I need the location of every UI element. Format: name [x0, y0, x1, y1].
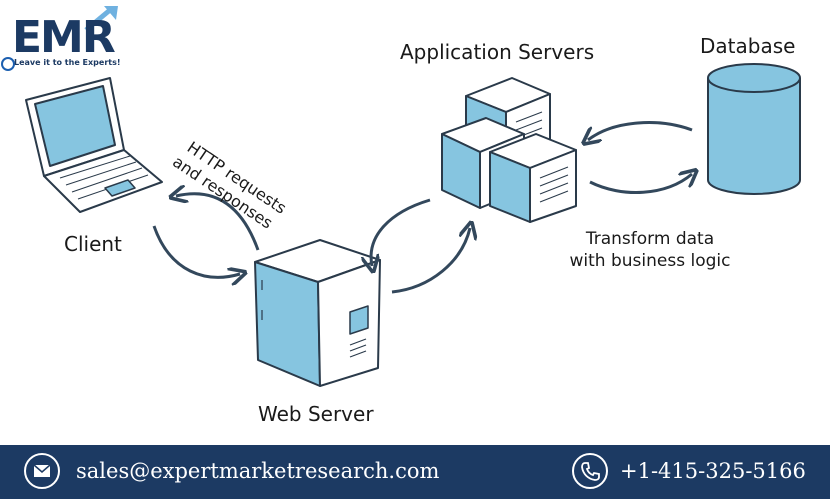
envelope-icon: [24, 453, 60, 489]
logo-arrow-icon: [1, 6, 118, 71]
web-server-icon: [254, 239, 381, 387]
database-label: Database: [700, 34, 796, 58]
logo-tagline: Leave it to the Experts!: [14, 58, 121, 67]
contact-footer: sales@expertmarketresearch.com +1-415-32…: [0, 445, 830, 499]
application-servers-icon: [441, 77, 577, 223]
app-servers-label: Application Servers: [400, 40, 595, 64]
client-label: Client: [64, 232, 122, 256]
architecture-diagram: HTTP requests and responses: [25, 63, 801, 387]
arrow-app-to-db: [589, 174, 692, 194]
http-label-group: HTTP requests and responses: [169, 138, 290, 233]
database-icon: [707, 63, 801, 195]
phone-icon: [572, 453, 608, 489]
transform-label-line1: Transform data: [585, 229, 715, 249]
diagram-canvas: HTTP requests and responses EMR Leave it…: [1, 6, 801, 426]
laptop-icon: [25, 77, 163, 213]
web-server-label: Web Server: [258, 402, 374, 426]
arrow-db-to-app: [588, 121, 693, 140]
arrow-client-to-web: [152, 225, 240, 277]
arrow-app-to-web: [371, 198, 431, 266]
contact-email[interactable]: sales@expertmarketresearch.com: [76, 459, 440, 483]
logo-wordmark: EMR: [12, 12, 116, 63]
arrow-web-to-client: [176, 194, 260, 251]
transform-label-line2: with business logic: [569, 251, 731, 271]
contact-phone[interactable]: +1-415-325-5166: [620, 459, 806, 483]
arrow-web-to-app: [391, 228, 470, 294]
transform-label: Transform data with business logic: [550, 228, 750, 272]
